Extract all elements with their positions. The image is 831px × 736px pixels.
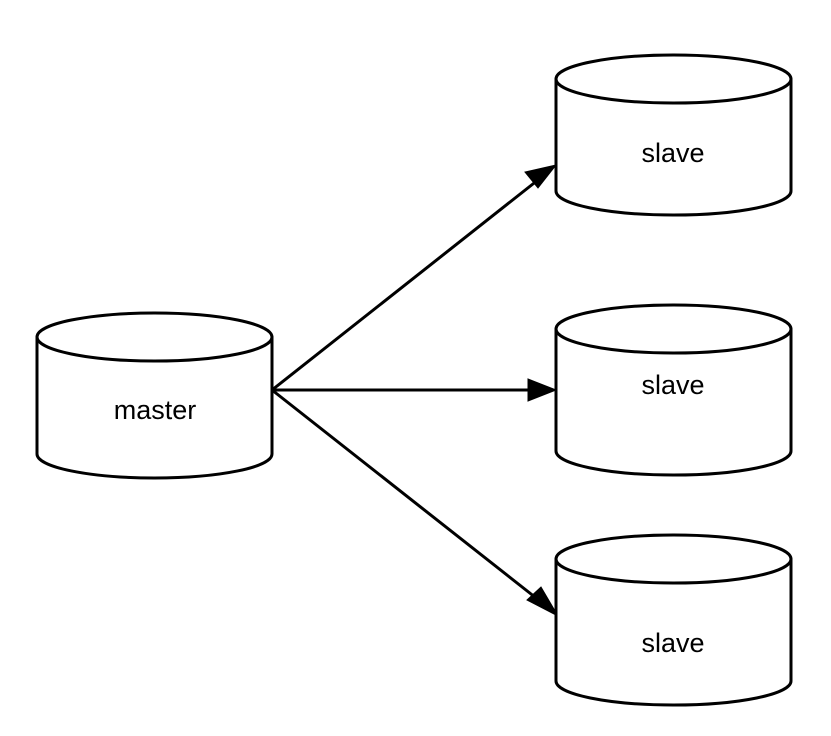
node-label-master: master [114, 395, 197, 425]
edge-line-master-to-slave-3 [271, 388, 546, 607]
node-slave-3[interactable]: slave [554, 533, 793, 707]
arrowhead-master-to-slave-3 [526, 586, 560, 618]
arrowhead-master-to-slave-1 [524, 164, 558, 189]
arrowhead-master-to-slave-2 [527, 378, 558, 402]
edge-line-master-to-slave-1 [271, 174, 544, 392]
edge-master-to-slave-3[interactable] [271, 388, 560, 618]
slave-2-cylinder-body [554, 327, 793, 477]
master-cylinder-top [35, 311, 274, 363]
slave-1-cylinder-body [554, 77, 793, 217]
node-label-slave-1: slave [641, 138, 704, 168]
master-cylinder-body [35, 335, 274, 480]
node-slave-1[interactable]: slave [554, 53, 793, 217]
edge-master-to-slave-2[interactable] [272, 378, 558, 402]
slave-1-cylinder-top [554, 53, 793, 105]
node-label-slave-2: slave [641, 370, 704, 400]
slave-3-cylinder-top [554, 533, 793, 585]
node-label-slave-3: slave [641, 628, 704, 658]
edge-master-to-slave-1[interactable] [271, 164, 558, 392]
slave-2-cylinder-top [554, 303, 793, 355]
node-master[interactable]: master [35, 311, 274, 480]
slave-3-cylinder-body [554, 557, 793, 707]
node-slave-2[interactable]: slave [554, 303, 793, 477]
